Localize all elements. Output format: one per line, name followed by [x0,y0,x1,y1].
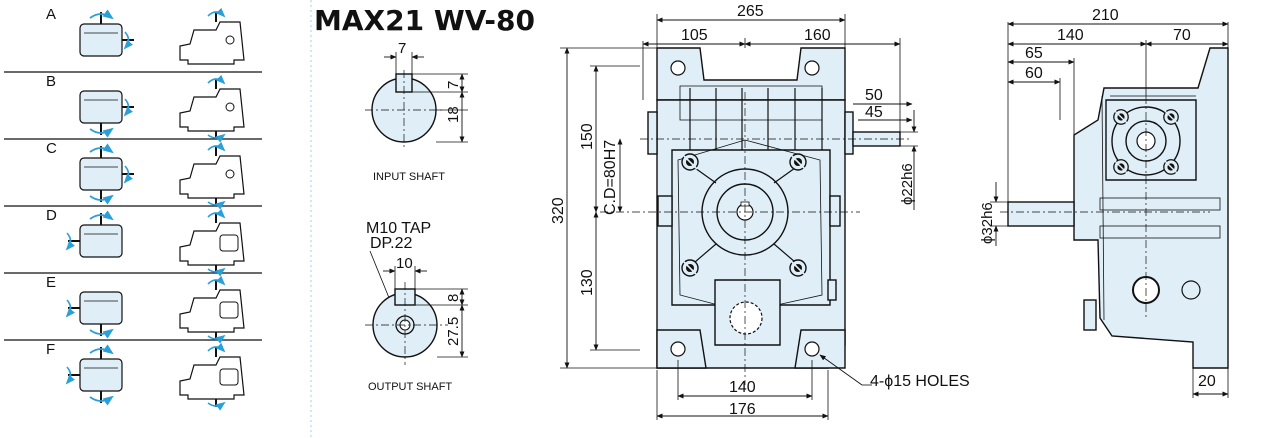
mounting-rows: A B C D E F [46,6,245,411]
front-view: 265 105 160 50 45 ϕ22h6 150 C.D=80H7 320… [550,3,970,420]
mounting-row-b: B [46,73,245,143]
tap-depth-label: DP.22 [370,235,413,252]
rotation-arrow-icon [89,328,114,339]
rotation-arrow-icon [89,143,114,154]
mounting-label: B [46,73,56,90]
base-outer-width: 176 [729,401,756,418]
gearbox-side-icon [179,155,245,199]
center-distance: C.D=80H7 [602,140,619,215]
mounting-row-e: E [46,274,245,344]
input-key-width: 7 [398,40,406,57]
rotation-arrow-icon [89,395,114,406]
gearbox-side-icon [179,356,245,400]
base-inner-width: 140 [729,379,756,396]
tap-label: M10 TAP [366,220,431,237]
shaft-extension-50: 50 [865,87,883,104]
input-shaft-section: 7 7 18 INPUT SHAFT [365,40,468,183]
input-key-depth: 7 [445,81,462,89]
mounting-row-f: F [46,341,245,411]
rotation-arrow-icon [207,74,226,85]
gearbox-side-icon [179,222,245,266]
rotation-arrow-icon [89,194,114,205]
gearbox-end-icon [79,291,123,325]
rotation-arrow-icon [89,344,114,355]
mounting-label: C [46,140,57,157]
side-width-65: 65 [1025,45,1043,62]
foot-thickness: 20 [1198,373,1216,390]
rotation-arrow-icon [207,133,226,143]
input-shaft-diameter: ϕ22h6 [899,163,916,205]
gearbox-end-icon [79,23,123,57]
gearbox-end-icon [79,224,123,258]
gearbox-side-icon [179,21,245,65]
rotation-arrow-icon [89,127,114,138]
rotation-arrow-icon [207,7,226,18]
mounting-label: F [46,341,55,358]
front-total-width: 265 [737,3,764,20]
gearbox-end-icon [79,90,123,124]
mounting-label: E [46,274,56,291]
output-shaft-caption: OUTPUT SHAFT [368,381,452,393]
rotation-arrow-icon [123,31,133,50]
gearbox-side-icon [179,88,245,132]
input-shaft-caption: INPUT SHAFT [373,171,445,183]
gearbox-side-icon [179,289,245,333]
front-right-width: 160 [804,27,831,44]
front-left-width: 105 [681,27,708,44]
side-width-70: 70 [1173,27,1191,44]
rotation-arrow-icon [65,366,75,385]
rotation-arrow-icon [207,342,226,353]
side-total-width: 210 [1092,7,1119,24]
rotation-arrow-icon [207,141,226,152]
gearbox-end-icon [79,157,123,191]
rotation-arrow-icon [207,401,226,411]
mounting-label: A [46,6,56,23]
output-key-width: 10 [396,255,413,272]
page-title: MAX21 WV-80 [314,4,535,37]
lower-height: 130 [579,269,596,296]
gearbox-end-icon [79,358,123,392]
output-key-depth: 8 [445,294,462,302]
rotation-arrow-icon [207,208,226,219]
rotation-arrow-icon [123,165,133,184]
input-height: 18 [445,106,462,123]
rotation-arrow-icon [89,9,114,20]
output-shaft-diameter: ϕ32h6 [979,202,996,244]
rotation-arrow-icon [207,200,226,210]
side-width-60: 60 [1025,65,1043,82]
upper-height: 150 [579,123,596,150]
rotation-arrow-icon [123,98,133,117]
rotation-arrow-icon [207,275,226,286]
output-height: 27.5 [445,317,462,346]
total-height: 320 [550,197,567,224]
mounting-row-c: C [46,140,245,210]
mounting-holes-label: 4-ϕ15 HOLES [870,373,970,390]
rotation-arrow-icon [65,299,75,318]
rotation-arrow-icon [89,210,114,221]
output-shaft-section: M10 TAP DP.22 10 8 27.5 OUTPUT SHAFT [365,220,468,393]
mounting-label: D [46,207,57,224]
mounting-row-d: D [46,207,245,277]
mounting-row-a: A [46,6,245,65]
rotation-arrow-icon [65,232,75,251]
rotation-arrow-icon [207,267,226,277]
rotation-arrow-icon [207,334,226,344]
shaft-extension-45: 45 [865,104,883,121]
side-width-140: 140 [1057,27,1084,44]
side-view: 210 140 70 65 60 ϕ32h6 20 [979,7,1229,398]
